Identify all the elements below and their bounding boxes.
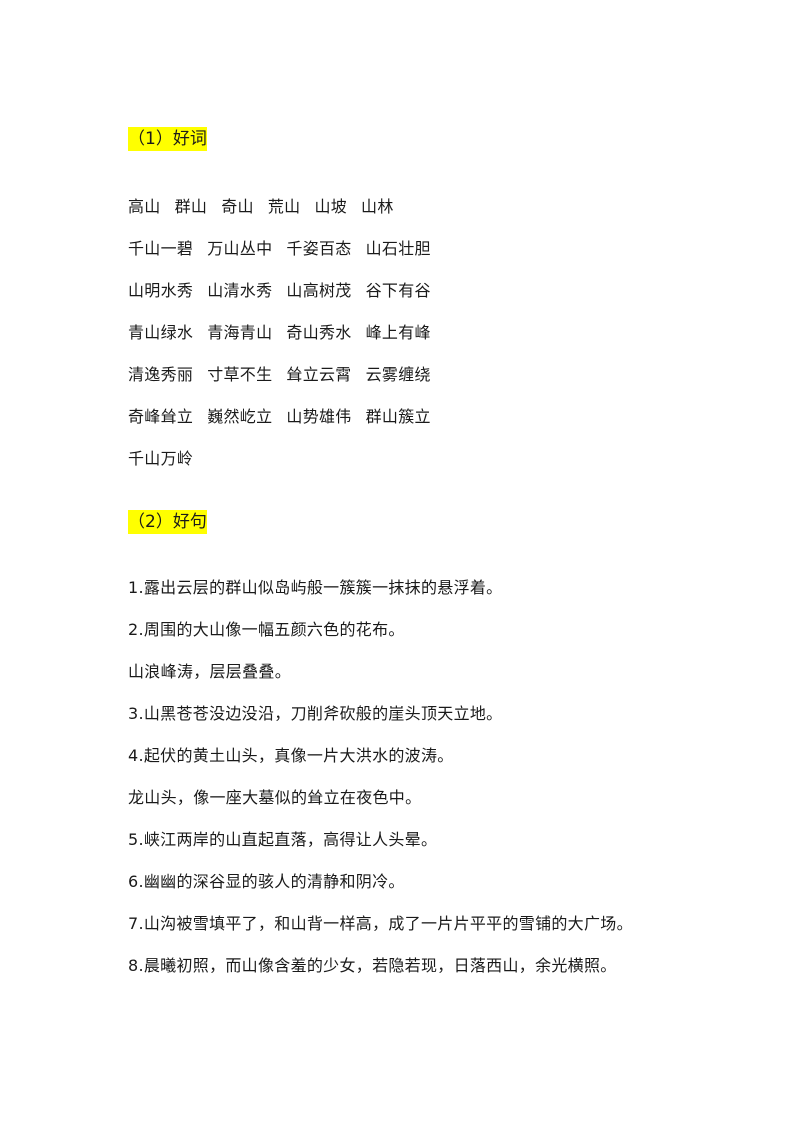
sentence-line: 8.晨曦初照，而山像含羞的少女，若隐若现，日落西山，余光横照。 xyxy=(128,956,617,975)
sentence-line: 2.周围的大山像一幅五颜六色的花布。 xyxy=(128,620,405,639)
sentence-line: 7.山沟被雪填平了，和山背一样高，成了一片片平平的雪铺的大广场。 xyxy=(128,914,633,933)
word-item: 峰上有峰 xyxy=(365,323,431,342)
sentence-line: 5.峡江两岸的山直起直落，高得让人头晕。 xyxy=(128,830,438,849)
word-item: 谷下有谷 xyxy=(365,281,431,300)
word-item: 千姿百态 xyxy=(286,239,352,258)
word-item: 千山万岭 xyxy=(128,449,194,468)
word-row: 高山群山奇山荒山山坡山林 xyxy=(128,195,408,219)
word-item: 青海青山 xyxy=(207,323,273,342)
section-heading-good-sentences: （2）好句 xyxy=(128,510,207,534)
sentence-line: 1.露出云层的群山似岛屿般一簇簇一抹抹的悬浮着。 xyxy=(128,578,503,597)
word-item: 荒山 xyxy=(267,197,301,216)
sentence-line: 山浪峰涛，层层叠叠。 xyxy=(128,662,292,681)
word-item: 群山 xyxy=(174,197,208,216)
word-item: 青山绿水 xyxy=(128,323,194,342)
word-item: 山清水秀 xyxy=(207,281,273,300)
word-item: 寸草不生 xyxy=(207,365,273,384)
word-item: 巍然屹立 xyxy=(207,407,273,426)
word-item: 群山簇立 xyxy=(365,407,431,426)
word-item: 云雾缠绕 xyxy=(365,365,431,384)
word-item: 千山一碧 xyxy=(128,239,194,258)
word-item: 山高树茂 xyxy=(286,281,352,300)
sentence-line: 3.山黑苍苍没边没沿，刀削斧砍般的崖头顶天立地。 xyxy=(128,704,503,723)
sentence-line: 龙山头，像一座大墓似的耸立在夜色中。 xyxy=(128,788,422,807)
word-row: 清逸秀丽寸草不生耸立云霄云雾缠绕 xyxy=(128,363,445,387)
word-item: 山明水秀 xyxy=(128,281,194,300)
word-item: 山林 xyxy=(361,197,394,216)
word-item: 山势雄伟 xyxy=(286,407,352,426)
word-item: 耸立云霄 xyxy=(286,365,352,384)
word-row: 青山绿水青海青山奇山秀水峰上有峰 xyxy=(128,321,445,345)
word-item: 山坡 xyxy=(314,197,348,216)
word-item: 高山 xyxy=(128,197,161,216)
section-heading-good-words: （1）好词 xyxy=(128,127,207,151)
word-row: 奇峰耸立巍然屹立山势雄伟群山簇立 xyxy=(128,405,445,429)
word-item: 奇峰耸立 xyxy=(128,407,194,426)
word-item: 奇山秀水 xyxy=(286,323,352,342)
word-row: 千山一碧万山丛中千姿百态山石壮胆 xyxy=(128,237,445,261)
word-item: 清逸秀丽 xyxy=(128,365,194,384)
word-item: 万山丛中 xyxy=(207,239,273,258)
word-row: 山明水秀山清水秀山高树茂谷下有谷 xyxy=(128,279,445,303)
sentence-line: 4.起伏的黄土山头，真像一片大洪水的波涛。 xyxy=(128,746,454,765)
word-item: 奇山 xyxy=(221,197,254,216)
sentence-line: 6.幽幽的深谷显的骇人的清静和阴冷。 xyxy=(128,872,405,891)
word-item: 山石壮胆 xyxy=(365,239,431,258)
word-row: 千山万岭 xyxy=(128,447,207,471)
